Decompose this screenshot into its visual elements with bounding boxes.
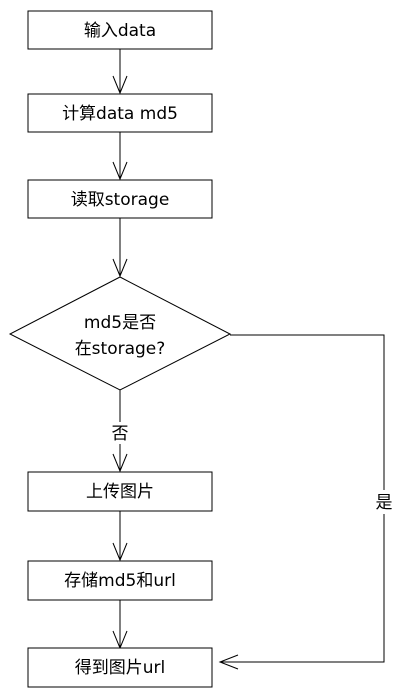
edge-decision-to-result-yes	[220, 334, 385, 663]
node-read-label: 读取storage	[71, 190, 170, 210]
node-decision: md5是否 在storage?	[8, 276, 232, 391]
node-result-label: 得到图片url	[75, 658, 166, 678]
node-result: 得到图片url	[27, 647, 213, 688]
node-store-label: 存储md5和url	[64, 571, 176, 591]
arrowhead-upload	[112, 453, 128, 473]
node-input: 输入data	[27, 10, 213, 50]
node-upload-label: 上传图片	[86, 482, 154, 502]
arrowhead-store	[112, 542, 128, 562]
edge-label-no: 否	[112, 424, 129, 444]
arrowhead-read	[112, 161, 128, 181]
node-input-label: 输入data	[84, 21, 156, 41]
node-decision-label-line1: md5是否	[84, 313, 156, 333]
edge-label-yes: 是	[376, 493, 393, 513]
node-upload: 上传图片	[27, 471, 213, 512]
node-compute-label: 计算data md5	[62, 104, 178, 124]
arrowhead-compute	[112, 75, 128, 95]
node-store: 存储md5和url	[27, 560, 213, 601]
arrowhead-decision	[112, 258, 128, 278]
edge-label-no-bg	[108, 422, 132, 444]
arrowhead-result-yes	[218, 654, 239, 670]
edge-label-yes-bg	[372, 490, 396, 514]
node-compute-md5: 计算data md5	[27, 93, 213, 133]
node-read-storage: 读取storage	[27, 179, 213, 219]
node-decision-label-line2: 在storage?	[75, 339, 166, 359]
